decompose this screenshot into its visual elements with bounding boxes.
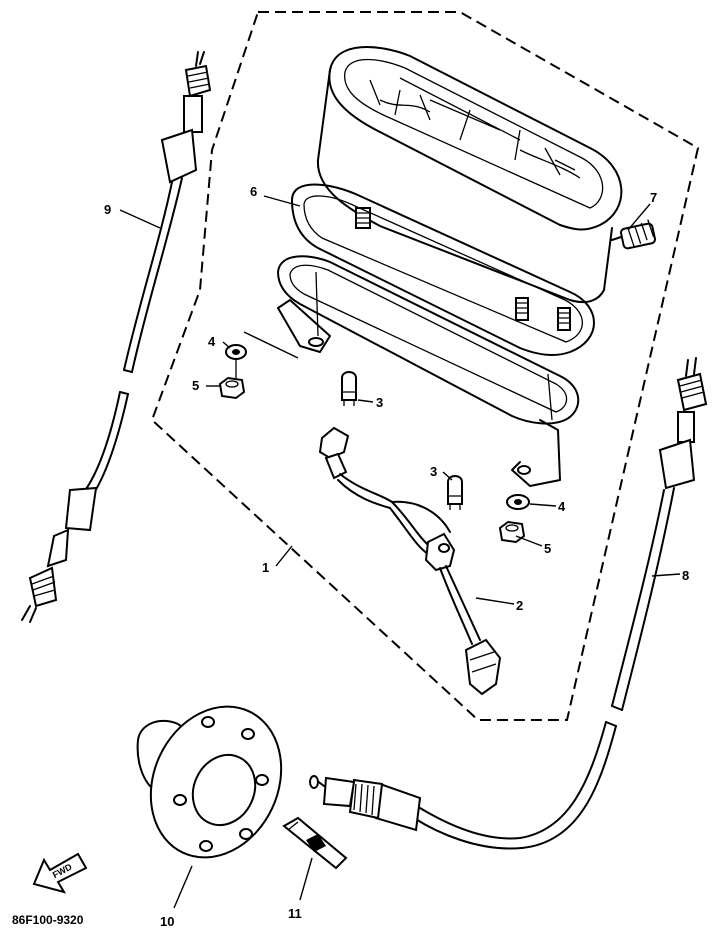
callout-2: 2 [516, 598, 523, 613]
callout-3-upper: 3 [376, 395, 383, 410]
assembly-boundary [150, 11, 700, 721]
washer-right [506, 494, 530, 510]
callout-9: 9 [104, 202, 111, 217]
callout-10: 10 [160, 914, 174, 929]
meter-housing [316, 46, 623, 331]
meter-gear-unit [136, 705, 283, 859]
diagram-code: 86F100-9320 [12, 913, 84, 927]
meter-bracket [277, 255, 580, 487]
leader-lines [119, 195, 681, 909]
washer-left [225, 344, 247, 360]
callout-5-left: 5 [192, 378, 199, 393]
callout-4-left: 4 [208, 334, 216, 349]
callout-4-right: 4 [558, 499, 566, 514]
forward-arrow-icon: FWD [32, 852, 88, 894]
bulb-upper [341, 371, 357, 406]
callout-5-right: 5 [544, 541, 551, 556]
drive-gear [282, 816, 348, 870]
nut-right [498, 520, 526, 544]
nut-left [218, 376, 246, 400]
cable-right [309, 357, 708, 850]
reset-knob [611, 219, 656, 250]
callout-8: 8 [682, 568, 689, 583]
cable-left [21, 51, 212, 623]
callout-11: 11 [288, 906, 302, 921]
callout-3-lower: 3 [430, 464, 437, 479]
bulb-lower [447, 475, 463, 510]
wire-harness [318, 426, 502, 696]
gasket [291, 183, 595, 357]
callout-1: 1 [262, 560, 269, 575]
callout-6: 6 [250, 184, 257, 199]
callout-7: 7 [650, 190, 657, 205]
